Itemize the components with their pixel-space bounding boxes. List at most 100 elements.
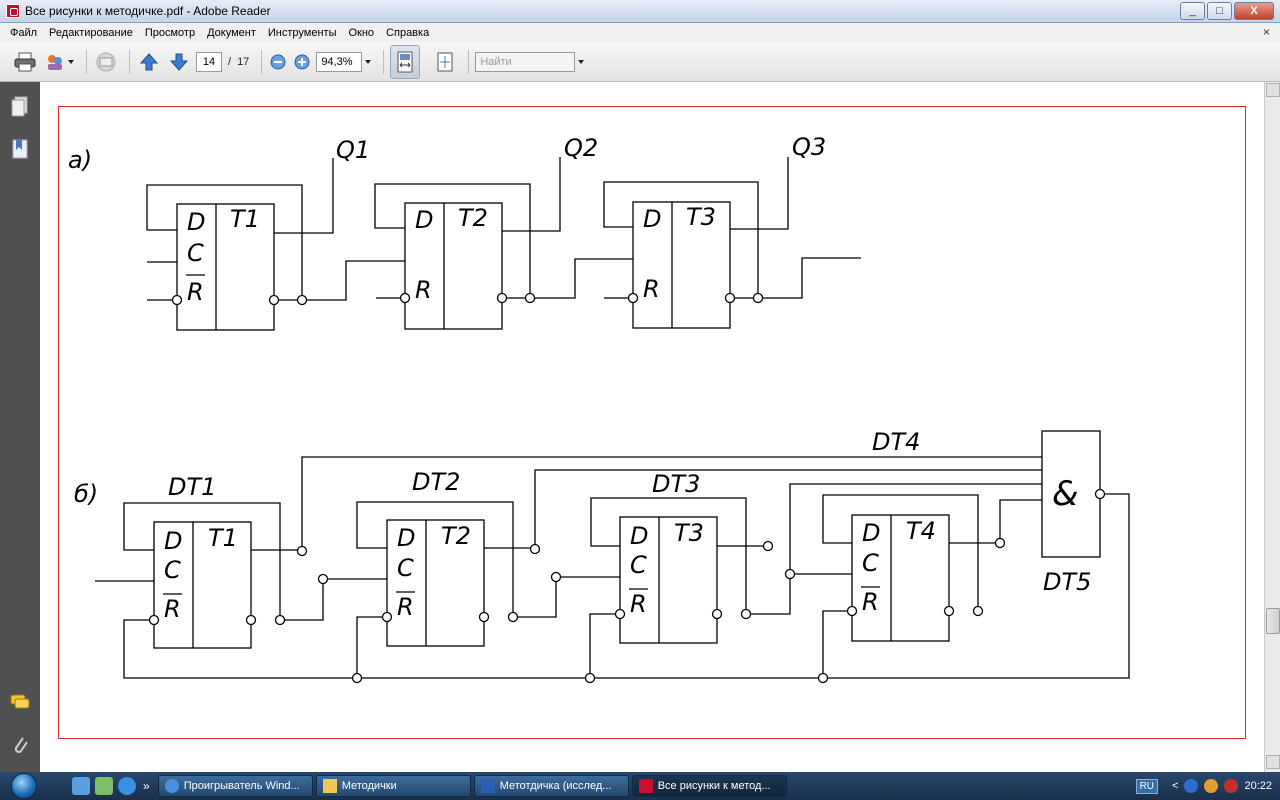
page-frame [58,106,1246,739]
pin-d: D [415,206,433,234]
pages-panel-button[interactable] [10,96,30,118]
circuit-diagrams: а) Q1 Q2 Q3 T1 T2 T3 D C R D R D R [58,106,1246,739]
diagram-a-labels: а) Q1 Q2 Q3 T1 T2 T3 D C R D R D R [68,133,826,306]
block-dt3: DT3 [652,470,700,498]
block-dt4: DT4 [872,428,920,456]
search-dropdown-icon[interactable] [578,59,585,64]
diagram-a-label: а) [68,146,92,174]
network-icon[interactable] [1204,779,1219,793]
pin-c: C [397,554,414,582]
window-controls: _ □ X [1180,2,1274,20]
language-indicator[interactable]: RU [1135,778,1159,794]
output-q2: Q2 [564,134,598,162]
block-dt1: DT1 [168,473,216,501]
arrow-up-icon [139,52,159,70]
title-bar: Все рисунки к методичке.pdf - Adobe Read… [0,0,1280,23]
task-label: Все рисунки к метод... [657,780,771,792]
zoom-out-icon [270,54,286,69]
pin-d: D [862,519,880,547]
pages-icon [11,96,28,117]
toolbar-separator [468,49,470,74]
zoom-input[interactable]: 94,3% [316,51,363,72]
show-desktop-icon[interactable] [72,777,90,795]
clock[interactable]: 20:22 [1244,780,1272,792]
pin-c: C [187,239,204,267]
chevron-down-icon [67,59,74,64]
pin-r: R [397,593,414,621]
system-tray: RU < 20:22 [1135,772,1280,800]
pin-r: R [630,590,647,618]
document-close-icon[interactable]: × [1262,25,1270,39]
zoom-in-button[interactable] [292,49,312,75]
total-pages: 17 [237,55,250,68]
diagram-a [146,157,861,331]
menu-file[interactable]: Файл [10,26,38,39]
comments-panel-button[interactable] [10,694,30,710]
windows-logo-icon [11,773,37,799]
task-label: Методички [341,780,397,792]
page-number-input[interactable]: 14 [196,51,222,72]
pin-d: D [164,527,182,555]
collaborate-button[interactable] [42,49,76,75]
toolbar-separator [383,49,385,74]
media-icon[interactable] [95,777,113,795]
toolbar-separator [261,49,263,74]
show-hidden-icons[interactable]: < [1172,780,1179,792]
menu-document[interactable]: Документ [207,26,256,39]
output-q3: Q3 [792,133,826,161]
zoom-dropdown-icon[interactable] [365,59,372,64]
toolbar: 14 / 17 94,3% Найти [0,42,1280,82]
pdf-icon [638,779,653,793]
word-icon [480,779,495,793]
menu-tools[interactable]: Инструменты [267,26,337,39]
task-word-document[interactable]: Метотдичка (исслед... [473,775,629,797]
task-media-player[interactable]: Проигрыватель Wind... [157,775,313,797]
menu-window[interactable]: Окно [348,26,375,39]
diagram-b [95,430,1130,684]
scroll-thumb[interactable] [1266,608,1280,634]
trigger-name-t3: T3 [674,519,704,547]
attachments-panel-button[interactable] [10,734,30,756]
search-input[interactable]: Найти [475,51,576,72]
pin-c: C [862,549,879,577]
browser-icon[interactable] [118,777,136,795]
pin-r: R [187,278,204,306]
zoom-out-button[interactable] [268,49,288,75]
scroll-up-icon[interactable] [1266,83,1280,97]
task-folder[interactable]: Методички [315,775,471,797]
email-button[interactable] [93,49,119,75]
fit-width-button[interactable] [390,44,421,79]
volume-icon[interactable] [1224,779,1239,793]
email-icon [96,52,116,71]
block-dt5: DT5 [1043,568,1091,596]
maximize-button[interactable]: □ [1207,2,1232,20]
arrow-down-icon [169,53,189,71]
pin-d: D [643,205,661,233]
taskbar: » Проигрыватель Wind... Методички Метотд… [0,772,1280,800]
pin-d: D [630,522,648,550]
close-button[interactable]: X [1234,2,1274,20]
menu-help[interactable]: Справка [386,26,430,39]
next-page-button[interactable] [166,49,192,75]
minimize-button[interactable]: _ [1180,2,1205,20]
task-adobe-reader[interactable]: Все рисунки к метод... [631,775,787,797]
bluetooth-icon[interactable] [1184,779,1199,793]
menu-edit[interactable]: Редактирование [49,26,133,39]
quicklaunch-more[interactable]: » [143,779,150,793]
scroll-down-icon[interactable] [1266,755,1280,769]
previous-page-button[interactable] [136,49,162,75]
trigger-name-t2: T2 [441,522,471,550]
toolbar-separator [86,49,87,74]
trigger-name-t3: T3 [686,203,716,231]
bookmarks-panel-button[interactable] [10,138,30,160]
menu-view[interactable]: Просмотр [144,26,196,39]
fit-page-button[interactable] [432,49,458,75]
zoom-in-icon [294,54,310,69]
print-button[interactable] [12,49,38,75]
trigger-name-t1: T1 [230,205,260,233]
document-view[interactable]: а) Q1 Q2 Q3 T1 T2 T3 D C R D R D R [40,82,1264,772]
start-button[interactable] [0,772,48,800]
pin-r: R [643,275,660,303]
vertical-scrollbar[interactable] [1264,82,1280,772]
bookmark-icon [12,139,28,159]
